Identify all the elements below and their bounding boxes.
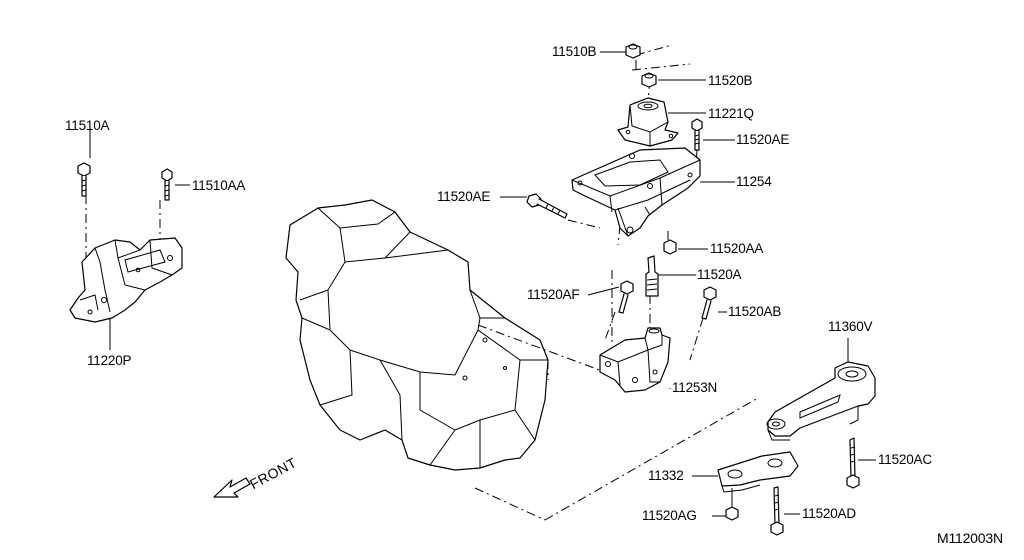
bolt-11520AE-left bbox=[526, 193, 568, 219]
label-11221Q: 11221Q bbox=[708, 106, 754, 121]
mount-11220P bbox=[69, 237, 183, 323]
bracket-11332 bbox=[717, 451, 799, 493]
bolt-11510A bbox=[77, 162, 91, 197]
bolt-11520AG bbox=[725, 488, 739, 521]
label-11520AB: 11520AB bbox=[728, 304, 782, 319]
label-11520AA: 11520AA bbox=[710, 241, 764, 256]
torque-rod-11360V bbox=[766, 361, 876, 441]
label-11510A: 11510A bbox=[65, 118, 110, 133]
label-11520B: 11520B bbox=[708, 73, 753, 88]
label-11510AA: 11510AA bbox=[192, 178, 246, 193]
bolt-11520AA bbox=[663, 239, 677, 255]
label-11520AE-right: 11520AE bbox=[736, 132, 790, 147]
bolt-11520AB bbox=[701, 286, 717, 320]
bracket-11254 bbox=[571, 147, 701, 237]
bolt-11520AF bbox=[618, 280, 634, 314]
bolt-11510AA bbox=[161, 168, 173, 201]
engine-block bbox=[285, 199, 549, 471]
label-11332: 11332 bbox=[648, 468, 684, 483]
label-11520AG: 11520AG bbox=[642, 508, 697, 523]
bolt-11520AE-right bbox=[691, 118, 703, 151]
nut-11510B bbox=[625, 43, 641, 59]
leader-lines bbox=[89, 51, 876, 517]
diagram-code: M112003N bbox=[937, 530, 1003, 546]
label-11520AF: 11520AF bbox=[527, 287, 580, 302]
label-11254: 11254 bbox=[736, 174, 772, 189]
stud-11520A bbox=[645, 255, 659, 297]
label-11220P: 11220P bbox=[87, 353, 132, 368]
front-arrow-icon bbox=[213, 477, 251, 498]
bolt-11520AD bbox=[770, 486, 784, 536]
label-11253N: 11253N bbox=[672, 380, 718, 395]
bracket-11253N bbox=[599, 327, 671, 393]
nut-11520B bbox=[641, 72, 657, 88]
label-11520AC: 11520AC bbox=[878, 452, 932, 467]
bolt-11520AC bbox=[846, 437, 860, 489]
label-11360V: 11360V bbox=[828, 319, 873, 334]
label-11520AD: 11520AD bbox=[802, 506, 856, 521]
label-11510B: 11510B bbox=[552, 44, 597, 59]
label-11520AE-left: 11520AE bbox=[437, 189, 491, 204]
insulator-11221Q bbox=[617, 97, 679, 147]
label-11520A: 11520A bbox=[697, 267, 742, 282]
